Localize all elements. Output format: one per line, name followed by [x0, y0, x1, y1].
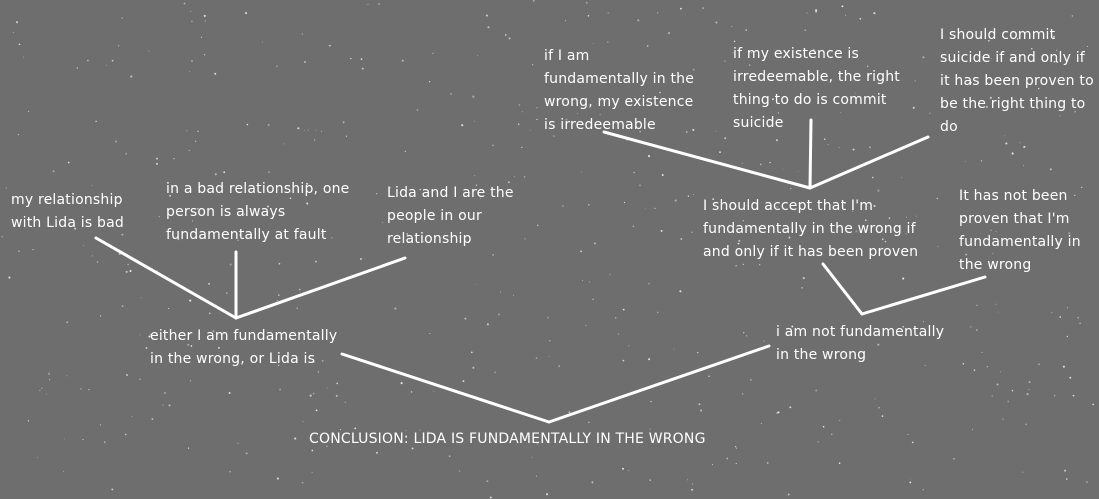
intermediate-either-wrong: either I am fundamentally in the wrong, … — [150, 328, 338, 367]
connector-lida-and-i — [234, 256, 407, 320]
premise-not-proven: It has not been proven that I'm fundamen… — [959, 188, 1081, 273]
intermediate-accept-if-proven: I should accept that I'm fundamentally i… — [703, 198, 919, 260]
connector-not-wrong — [547, 344, 771, 424]
connector-if-wrong-irredeemable — [602, 130, 812, 190]
premise-suicide-if-proven: I should commit suicide if and only if i… — [940, 27, 1094, 135]
connector-suicide-if-proven — [808, 135, 930, 190]
connector-either-wrong — [340, 352, 551, 424]
connector-if-irredeemable-suicide — [808, 118, 813, 190]
premise-relationship-bad: my relationship with Lida is bad — [11, 192, 124, 231]
premise-bad-relationship-fault: in a bad relationship, one person is alw… — [166, 181, 350, 243]
connector-relationship-bad — [94, 236, 238, 320]
connector-not-proven — [860, 275, 987, 316]
premise-if-wrong-irredeemable: if I am fundamentally in the wrong, my e… — [544, 48, 695, 133]
connectors — [94, 118, 987, 424]
conclusion: CONCLUSION: LIDA IS FUNDAMENTALLY IN THE… — [309, 431, 706, 447]
premise-if-irredeemable-suicide: if my existence is irredeemable, the rig… — [733, 46, 901, 131]
premise-lida-and-i: Lida and I are the people in our relatio… — [387, 185, 514, 247]
connector-accept-if-proven — [821, 262, 864, 316]
intermediate-not-wrong: i am not fundamentally in the wrong — [776, 324, 945, 363]
